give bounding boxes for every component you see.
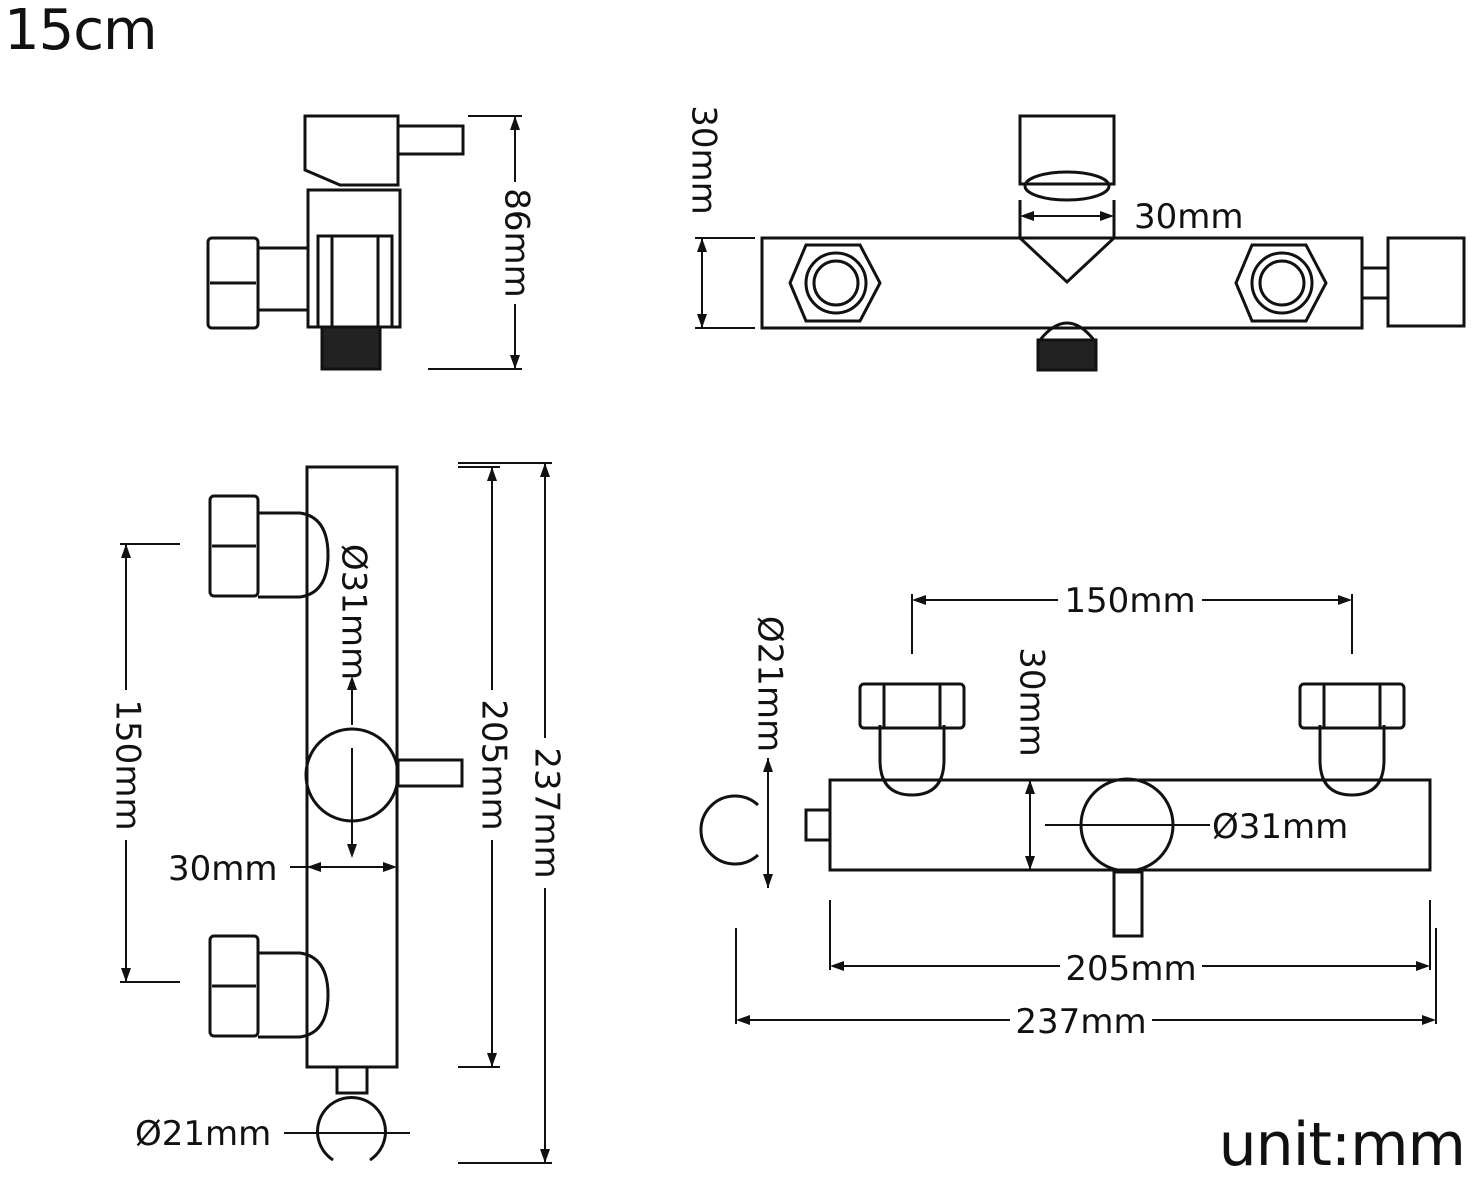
- left-view: [120, 462, 552, 1164]
- front-view-inlet-pipe-left: [878, 725, 946, 797]
- top-view-outlet-dome: [1036, 321, 1098, 342]
- top-view-inlet-left: [804, 251, 868, 315]
- side-view-lever: [396, 124, 465, 156]
- side-view-pipe: [256, 246, 310, 312]
- front-view-holder-diameter-label: Ø21mm: [750, 616, 790, 752]
- front-view-holder-clip: [699, 794, 760, 866]
- unit-label: unit:mm: [1218, 1110, 1466, 1180]
- front-view-holder-stub: [804, 808, 832, 842]
- dimension-arrowheads: [121, 116, 1436, 1163]
- left-view-total-length-label: 237mm: [527, 747, 567, 878]
- front-view-dimensions: [735, 594, 1437, 1024]
- front-view-inlet-pipe-right: [1318, 725, 1386, 797]
- left-view-holder-clip: [316, 1095, 387, 1162]
- left-view-inlet-spacing-label: 150mm: [108, 699, 148, 830]
- top-view-bar: [760, 236, 1364, 330]
- front-view-inlet-spacing-label: 150mm: [1064, 581, 1195, 621]
- top-view-holder-stub: [1360, 266, 1390, 300]
- top-view-valve-cone: [1018, 200, 1116, 285]
- front-view-body-height-label: 30mm: [1012, 647, 1052, 757]
- top-view-inlet-right: [1250, 251, 1314, 315]
- front-view: [699, 594, 1437, 1024]
- front-view-lever: [1112, 870, 1144, 938]
- left-view-holder-diameter-label: Ø21mm: [135, 1114, 271, 1154]
- front-view-total-length-label: 237mm: [1015, 1002, 1146, 1042]
- left-view-inlet-pipe-top: [258, 511, 330, 599]
- left-view-lever: [396, 758, 464, 788]
- left-view-inlet-nut-bottom: [208, 934, 260, 1038]
- top-view-inlet-hex-left: [788, 243, 882, 323]
- side-view-inlet-nut: [206, 236, 260, 330]
- top-view-knob-width-label: 30mm: [1134, 197, 1244, 237]
- left-view-knob-diameter-label: Ø31mm: [334, 544, 374, 680]
- side-view-nut: [316, 234, 394, 329]
- left-view-holder-stub: [335, 1065, 369, 1095]
- left-view-inlet-pipe-bottom: [258, 951, 330, 1039]
- top-view-knob-base: [1023, 170, 1111, 202]
- front-view-knob-diameter-label: Ø31mm: [1212, 807, 1348, 847]
- front-view-inlet-nut-left: [858, 682, 966, 730]
- top-view: [695, 114, 1466, 372]
- top-view-dimensions: [695, 215, 1107, 329]
- top-view-inlet-hex-right: [1234, 243, 1328, 323]
- left-view-bar-length-label: 205mm: [474, 699, 514, 830]
- front-view-bar-length-label: 205mm: [1065, 949, 1196, 989]
- top-view-holder: [1386, 236, 1466, 328]
- side-view-outlet-thread: [320, 325, 382, 371]
- side-view-body: [306, 188, 402, 329]
- front-view-inlet-nut-right: [1298, 682, 1406, 730]
- left-view-dimensions: [120, 462, 552, 1164]
- top-view-height-label: 30mm: [684, 105, 724, 215]
- left-view-body-width-label: 30mm: [168, 849, 278, 889]
- top-view-outlet-thread: [1036, 338, 1098, 372]
- left-view-inlet-nut-top: [208, 494, 260, 598]
- side-view-height-label: 86mm: [497, 188, 537, 298]
- side-view: [206, 114, 522, 371]
- side-view-handle: [303, 114, 400, 187]
- top-view-knob: [1018, 114, 1116, 186]
- scale-label: 15cm: [4, 0, 158, 63]
